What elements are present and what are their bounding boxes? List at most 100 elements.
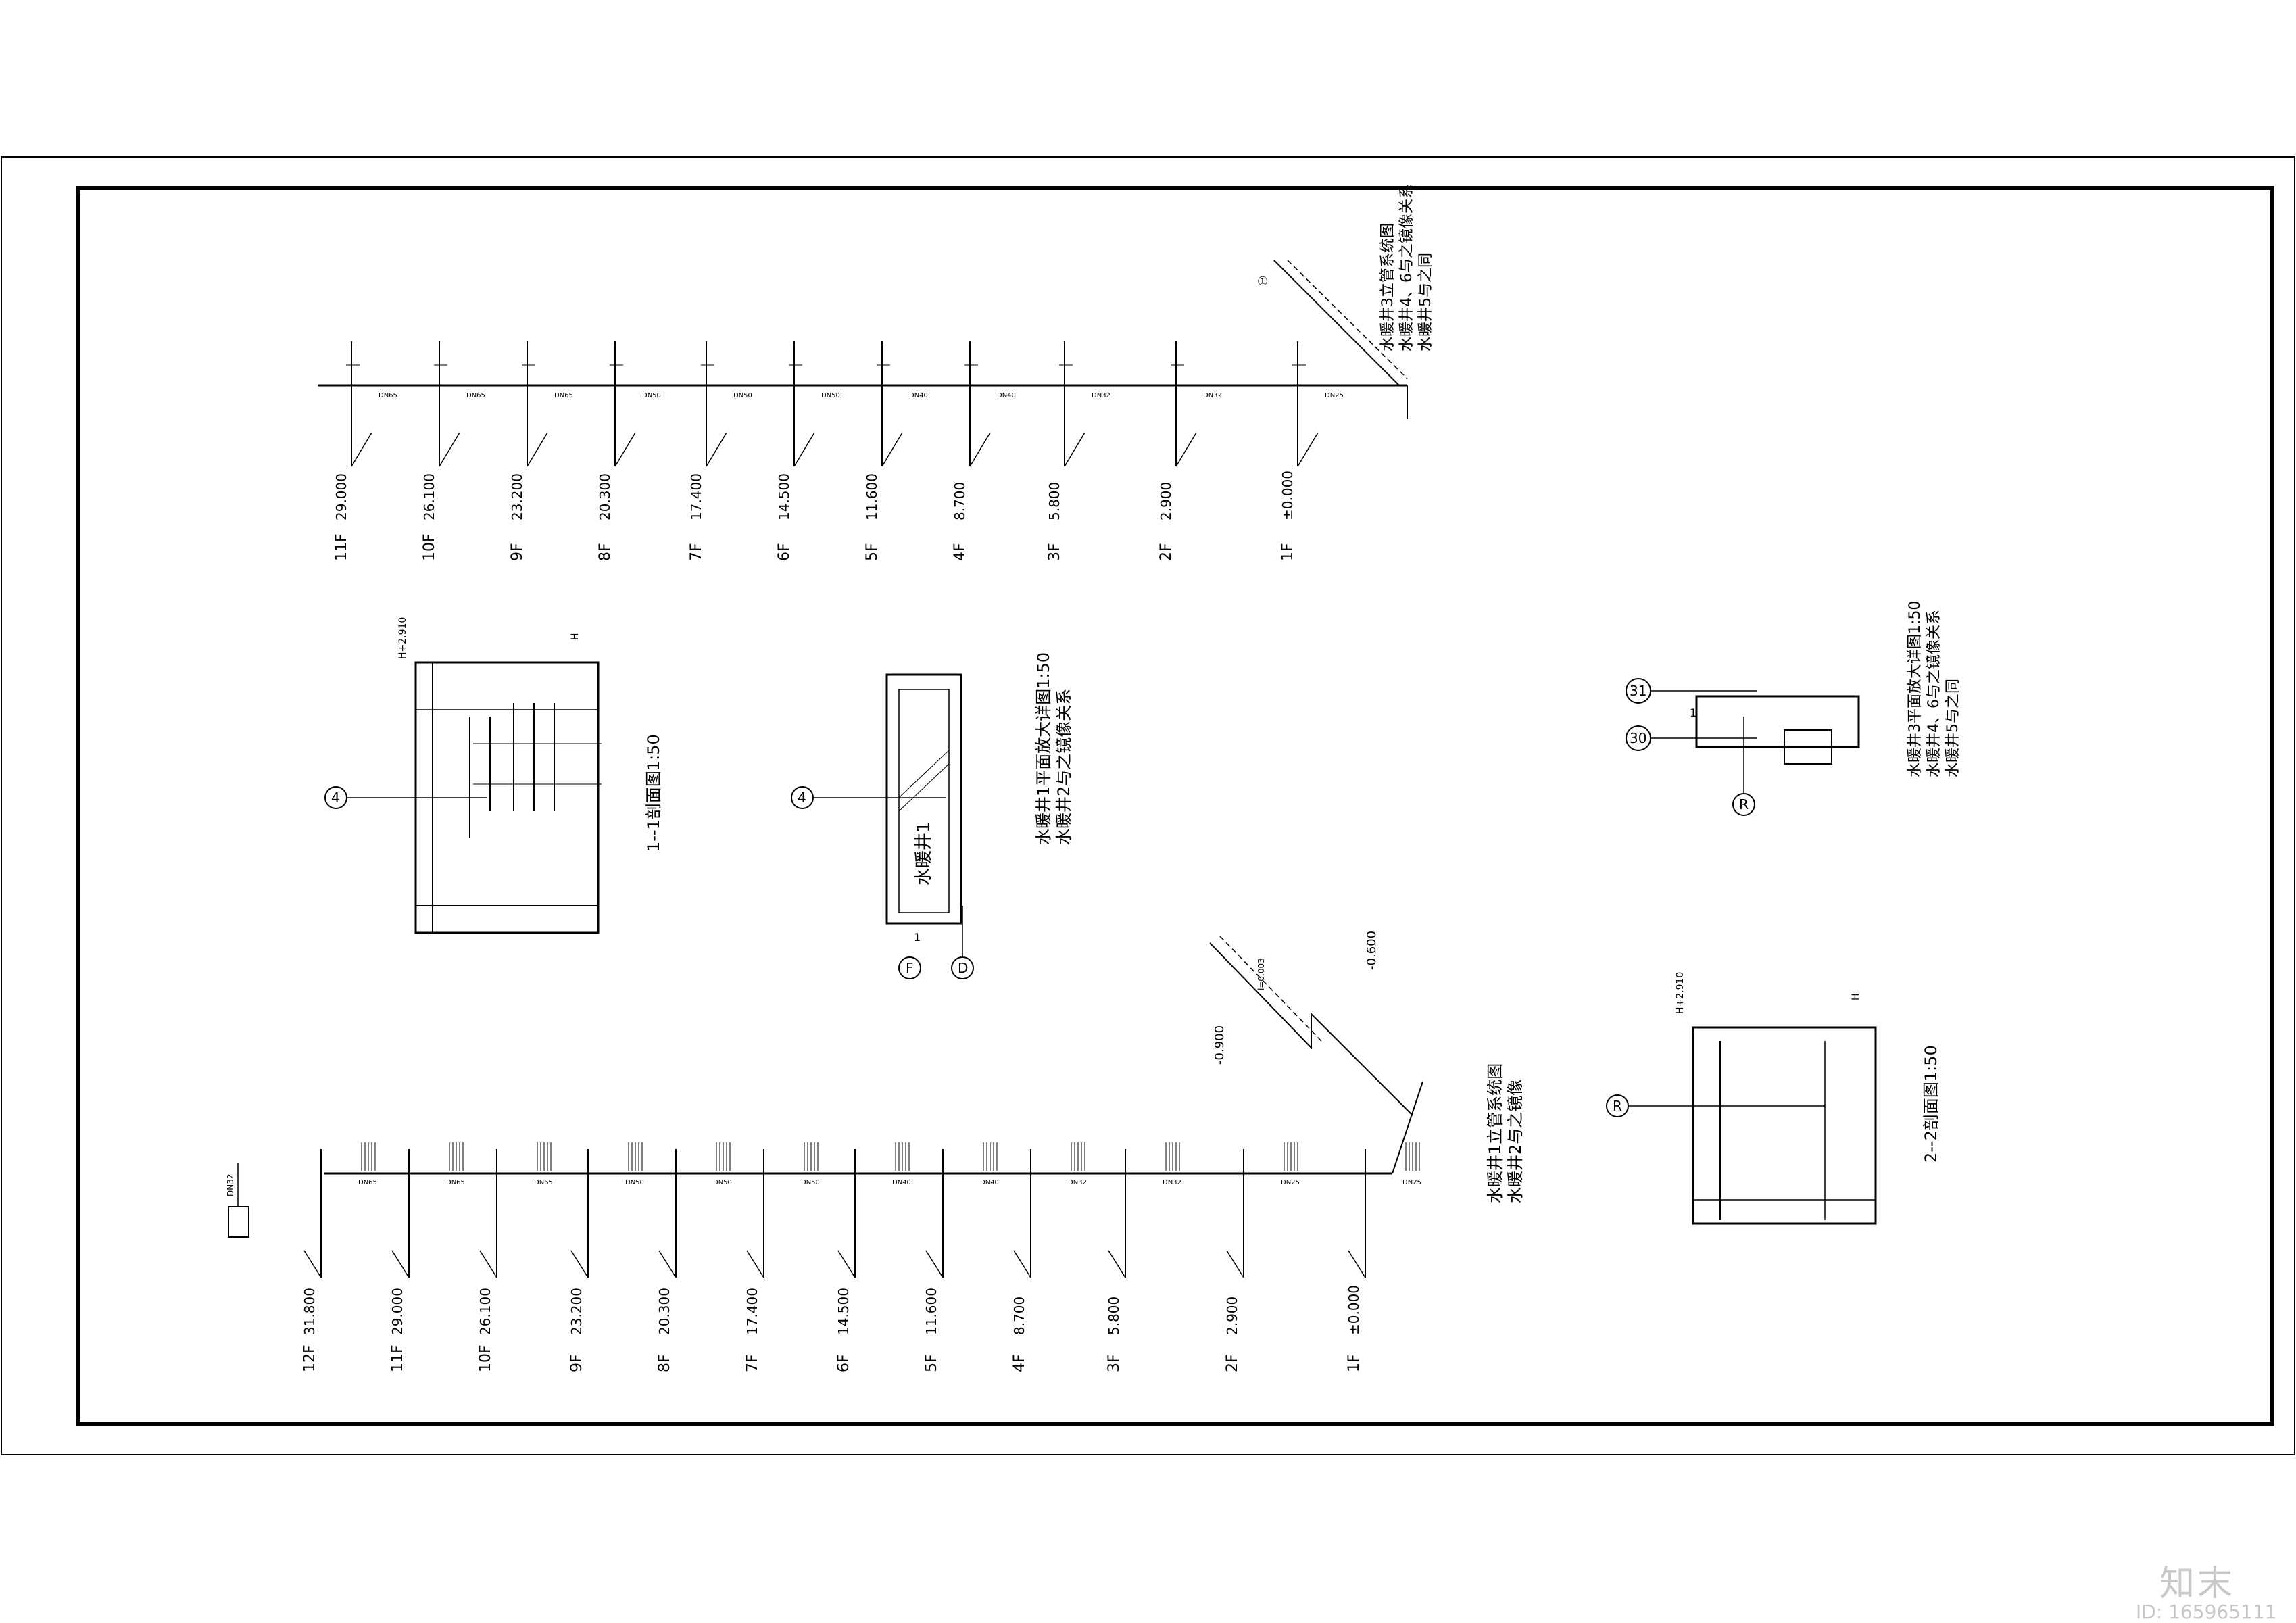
lower-elev-label: 14.500 [835, 1288, 852, 1335]
upper-elev-marker [969, 432, 991, 467]
plan-water-shaft-1: 水暖井1 4 F D 1 水暖井1平面放大详图1:50 水暖井2与之镜像关系 [791, 652, 1073, 979]
lower-pipe-size: DN25 [1402, 1179, 1421, 1186]
upper-diagonal-pipe-2 [1287, 260, 1408, 379]
upper-elev-label: 11.600 [864, 473, 880, 520]
lower-pipe-size: DN65 [534, 1179, 553, 1186]
lower-floor-label: 6F [835, 1354, 852, 1372]
upper-floor-label: 2F [1158, 543, 1175, 561]
upper-elev-label: 29.000 [333, 473, 349, 520]
section-11-h-top: H+2.910 [397, 617, 408, 659]
lower-elev-label: 11.600 [923, 1288, 939, 1335]
upper-title: 水暖井3立管系统图 水暖井4、6与之镜像关系 水暖井5与之同 [1379, 184, 1434, 352]
lower-floor-label: 10F [477, 1345, 494, 1372]
lower-pipe-size: DN40 [980, 1179, 999, 1186]
lower-floor-label: 3F [1106, 1354, 1123, 1372]
upper-floor-label: 7F [688, 543, 705, 561]
upper-elev-label: 14.500 [776, 473, 792, 520]
upper-elev-label: ±0.000 [1279, 470, 1296, 520]
lower-elev-marker [837, 1250, 856, 1278]
lower-title-line-2: 水暖井2与之镜像 [1506, 1080, 1525, 1203]
plan-3-cut: 1 [1690, 706, 1696, 719]
lower-pipe-size: DN50 [801, 1179, 820, 1186]
lower-pipe-size: DN65 [446, 1179, 465, 1186]
lower-pipe-size: DN25 [1281, 1179, 1300, 1186]
lower-zigzag-pipe-2 [1219, 936, 1322, 1042]
section-22-axis: R [1613, 1098, 1622, 1114]
upper-floor-label: 8F [597, 543, 614, 561]
upper-floor-label: 1F [1279, 543, 1296, 561]
lower-floor-label: 11F [389, 1345, 406, 1372]
lower-elev-label: 20.300 [656, 1288, 673, 1335]
upper-elev-label: 5.800 [1046, 482, 1062, 520]
lower-pipe-size: DN50 [625, 1179, 644, 1186]
lower-riser-diag-1 [1392, 1081, 1423, 1174]
section-2-2: H+2.910 H R 2--2剖面图1:50 [1606, 972, 1940, 1225]
upper-pipe-size: DN65 [466, 392, 485, 399]
upper-elev-marker [527, 432, 548, 467]
lower-branch-label: DN32 [226, 1174, 235, 1197]
upper-floor-label: 11F [333, 533, 350, 561]
plan-3-title-line-3: 水暖井5与之同 [1945, 679, 1961, 777]
plan-1-axis-4: 4 [798, 790, 806, 806]
upper-riser-system-diagram: 11F29.000DN6510F26.100DN659F23.200DN658F… [318, 184, 1434, 561]
plan-3-axis-r: R [1739, 796, 1749, 813]
lower-elev-label: 29.000 [389, 1288, 406, 1335]
lower-elev-marker [570, 1250, 589, 1278]
lower-zigzag-pipe [1209, 942, 1413, 1116]
lower-elev-marker [1108, 1250, 1126, 1278]
lower-elev-marker [746, 1250, 764, 1278]
upper-pipe-size: DN40 [909, 392, 928, 399]
upper-elev-label: 8.700 [952, 482, 968, 520]
upper-elev-marker [881, 432, 903, 467]
plan-3-notch [1784, 729, 1832, 765]
lower-elev-label: 2.900 [1224, 1297, 1240, 1335]
upper-floor-label: 9F [509, 543, 526, 561]
upper-pipe-size: DN65 [554, 392, 573, 399]
lower-elev-label: 8.700 [1011, 1297, 1027, 1335]
upper-pipe-size: DN50 [642, 392, 661, 399]
lower-elev-label: ±0.000 [1346, 1285, 1362, 1335]
lower-floor-label: 5F [923, 1354, 940, 1372]
upper-elev-marker [1175, 432, 1197, 467]
lower-elev-label: 5.800 [1106, 1297, 1122, 1335]
upper-pipe-size: DN65 [378, 392, 397, 399]
upper-floor-label: 6F [776, 543, 793, 561]
lower-pipe-size: DN65 [358, 1179, 377, 1186]
lower-elev-label: 26.100 [477, 1288, 493, 1335]
watermark-logo: 知末 [2159, 1564, 2236, 1604]
lower-floor-label: 7F [744, 1354, 761, 1372]
lower-elev-marker [391, 1250, 410, 1278]
upper-pipe-size: DN25 [1325, 392, 1344, 399]
section-22-outline [1692, 1026, 1877, 1225]
plan-1-axis-f-bubble [898, 956, 921, 979]
lower-title: 水暖井1立管系统图 水暖井2与之镜像 [1486, 1063, 1525, 1203]
plan-1-cut: 1 [914, 931, 921, 944]
section-22-title: 2--2剖面图1:50 [1922, 1045, 1940, 1163]
lower-floor-label: 8F [656, 1354, 673, 1372]
upper-elev-marker [1064, 432, 1085, 467]
upper-pipe-size: DN50 [733, 392, 752, 399]
lower-slope: i=0.003 [1256, 958, 1266, 990]
plan-1-hatch-2 [898, 763, 950, 812]
upper-elev-marker [706, 432, 727, 467]
upper-title-line-1: 水暖井3立管系统图 [1379, 223, 1396, 352]
upper-floor-label: 5F [864, 543, 881, 561]
lower-elev-label: 17.400 [744, 1288, 760, 1335]
upper-title-line-3: 水暖井5与之同 [1417, 253, 1434, 352]
lower-elev-marker [1348, 1250, 1366, 1278]
upper-elev-marker [793, 432, 815, 467]
upper-elev-label: 2.900 [1158, 482, 1174, 520]
upper-floor-label: 4F [952, 543, 969, 561]
upper-elev-marker [351, 432, 372, 467]
lower-elev-label: 23.200 [568, 1288, 585, 1335]
plan-1-outline [885, 673, 962, 925]
lower-pipe-size: DN32 [1163, 1179, 1181, 1186]
section-11-title: 1--1剖面图1:50 [644, 734, 663, 852]
upper-elev-marker [439, 432, 460, 467]
section-22-h-top: H+2.910 [1675, 972, 1686, 1014]
lower-riser-system-diagram: -0.600 -0.900 i=0.003 DN32 12F31.800DN65… [226, 931, 1525, 1372]
plan-3-title-line-1: 水暖井3平面放大详图1:50 [1907, 601, 1924, 777]
lower-pipe-size: DN50 [713, 1179, 732, 1186]
upper-pipe-size: DN50 [821, 392, 840, 399]
lower-floor-label: 2F [1224, 1354, 1241, 1372]
